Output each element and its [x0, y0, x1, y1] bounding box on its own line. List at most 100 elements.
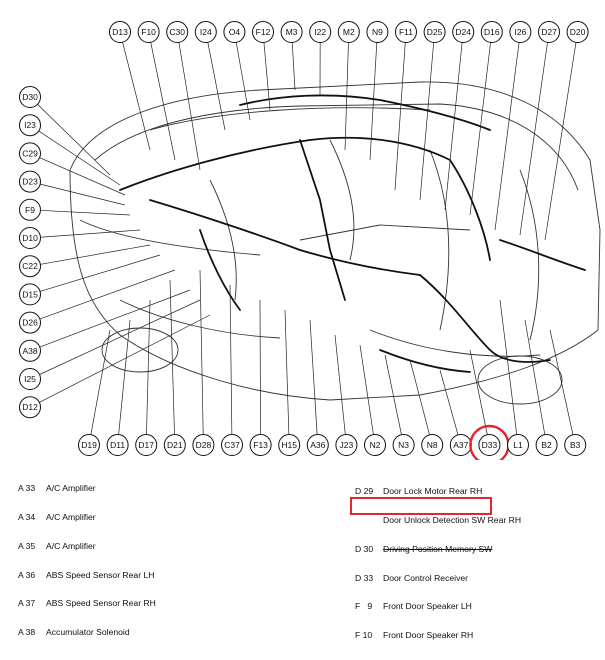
connector-callout-d28: D28: [193, 270, 214, 456]
connector-label: I24: [200, 27, 212, 37]
connector-label: D28: [196, 440, 212, 450]
connector-callout-f13: F13: [250, 300, 271, 456]
connector-callout-d15: D15: [20, 255, 161, 305]
leader-line: [200, 270, 203, 445]
connector-callout-a38: A38: [20, 290, 191, 361]
leader-line: [30, 182, 125, 205]
connector-callout-d10: D10: [20, 228, 141, 249]
leader-line: [470, 350, 489, 445]
leader-line: [146, 300, 150, 445]
connector-callout-d11: D11: [107, 320, 130, 456]
connector-label: D20: [570, 27, 586, 37]
leader-line: [395, 32, 406, 190]
connector-callout-h15: H15: [279, 310, 300, 456]
leader-line: [177, 32, 200, 170]
connector-label: D13: [112, 27, 128, 37]
connector-callout-f10: F10: [138, 22, 175, 161]
leader-line: [495, 32, 520, 230]
connector-label: O4: [229, 27, 241, 37]
connector-callout-f12: F12: [253, 22, 274, 111]
connector-label: D11: [110, 440, 125, 450]
connector-label: N9: [372, 27, 383, 37]
legend-text: ABS Speed Sensor Rear RH: [46, 598, 156, 608]
legend-code: D 29: [355, 487, 383, 497]
leader-line: [440, 370, 461, 445]
connector-label: D10: [22, 233, 38, 243]
connector-callout-d25: D25: [420, 22, 445, 201]
connector-label: D24: [455, 27, 471, 37]
leader-line: [30, 245, 150, 266]
leader-line: [30, 230, 140, 238]
connector-label: D30: [22, 92, 38, 102]
connector-label: M2: [343, 27, 355, 37]
leader-line: [30, 210, 130, 215]
legend-code: D 33: [355, 574, 383, 584]
legend-code: A 38: [18, 628, 46, 638]
connector-label: D23: [22, 177, 38, 187]
connector-callout-o4: O4: [224, 22, 250, 121]
vehicle-body-outline: [70, 82, 600, 404]
legend-text: Accumulator Solenoid: [46, 627, 130, 637]
connector-callout-d16: D16: [470, 22, 502, 216]
leader-line: [30, 255, 160, 294]
legend-text: A/C Amplifier: [46, 483, 96, 493]
connector-label: J23: [340, 440, 354, 450]
leader-line: [345, 32, 349, 150]
connector-label: C30: [169, 27, 185, 37]
leader-line: [30, 270, 175, 323]
leader-line: [520, 32, 549, 235]
connector-callout-d17: D17: [136, 300, 157, 456]
leader-line: [30, 315, 210, 407]
leader-line: [30, 97, 110, 175]
legend-code: A 36: [18, 571, 46, 581]
connector-label: F11: [399, 27, 413, 37]
leader-line: [285, 310, 289, 445]
connector-label: N2: [370, 440, 381, 450]
wiring-harness-lines: [120, 95, 585, 372]
connector-label: I23: [24, 120, 36, 130]
connector-label: B3: [570, 440, 581, 450]
legend-text: Front Door Speaker RH: [383, 630, 473, 640]
legend-row: Door Unlock Detection SW Rear RH: [355, 516, 521, 526]
leader-line: [385, 355, 404, 445]
connector-label: D27: [541, 27, 557, 37]
leader-line: [360, 345, 375, 445]
connector-label: M3: [286, 27, 298, 37]
connector-callout-i22: I22: [310, 22, 331, 96]
connector-label: A36: [310, 440, 325, 450]
leader-line: [89, 330, 110, 445]
leader-line: [234, 32, 250, 120]
connector-label: D17: [138, 440, 154, 450]
connector-callout-m3: M3: [281, 22, 302, 91]
connector-callout-d33: D33: [470, 350, 508, 460]
leader-line: [230, 285, 232, 445]
connector-label: A38: [22, 346, 37, 356]
connector-label: F12: [256, 27, 271, 37]
connector-callout-c30: C30: [167, 22, 200, 171]
connector-callout-n8: N8: [410, 360, 443, 456]
leader-line: [260, 300, 261, 445]
leader-line: [120, 32, 150, 150]
connector-label: L1: [513, 440, 523, 450]
connector-label: N8: [427, 440, 438, 450]
legend-text: Door Unlock Detection SW Rear RH: [383, 515, 521, 525]
connector-callout-i24: I24: [195, 22, 225, 131]
connector-callout-n3: N3: [385, 355, 414, 456]
legend-code: D 30: [355, 545, 383, 555]
legend-code: A 37: [18, 599, 46, 609]
